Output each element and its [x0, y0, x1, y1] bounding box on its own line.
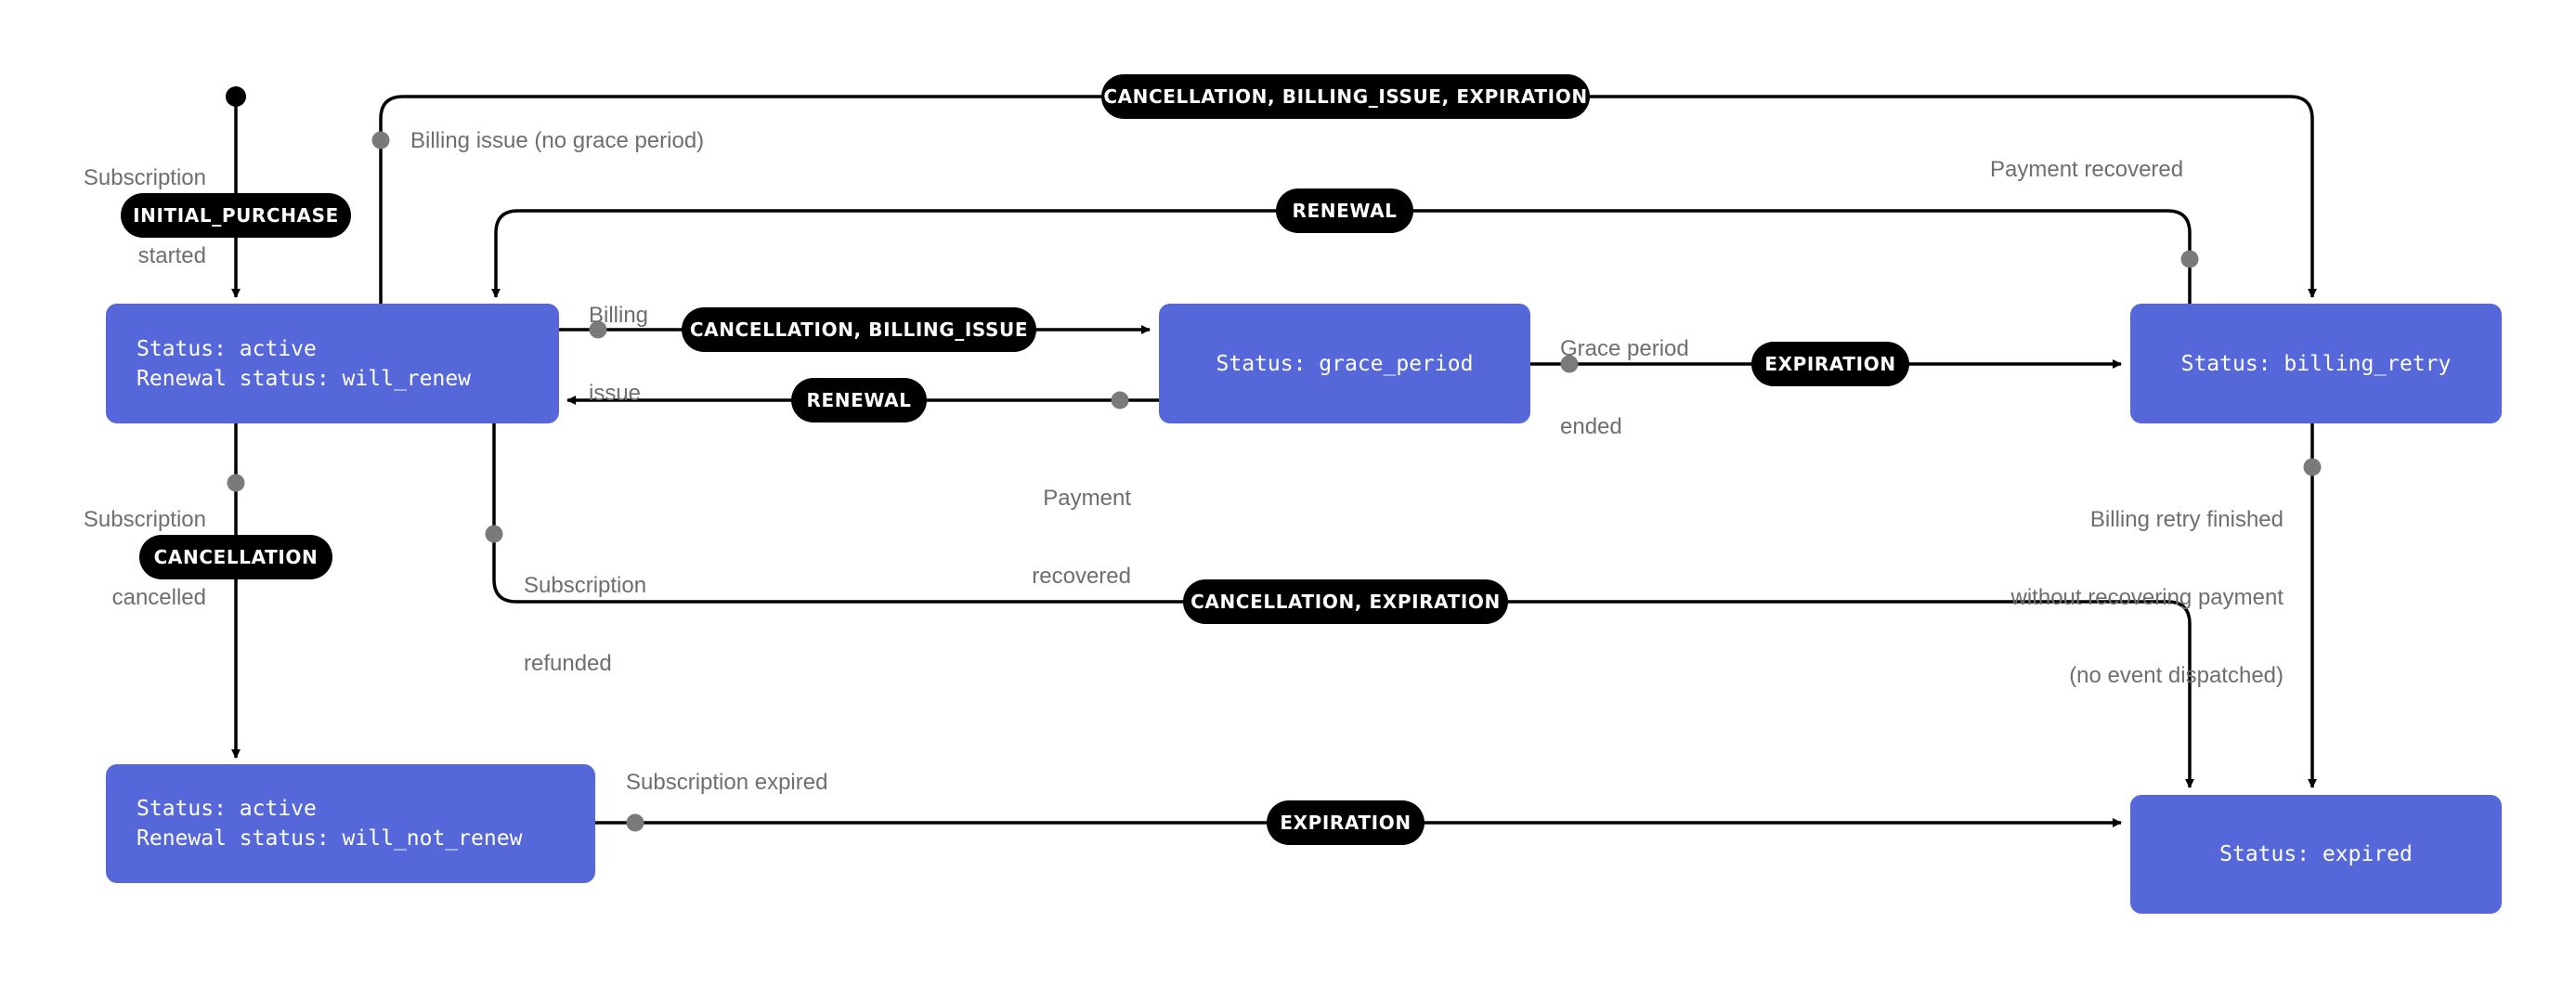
event-renewal-from-retry: RENEWAL	[1276, 188, 1413, 233]
trigger-dot	[2180, 250, 2199, 268]
trigger-dot	[227, 474, 245, 492]
event-initial-purchase: INITIAL_PURCHASE	[121, 193, 351, 238]
state-active-will-renew: Status: active Renewal status: will_rene…	[106, 304, 559, 423]
state-active-will-not-renew: Status: active Renewal status: will_not_…	[106, 764, 595, 883]
note-billing-issue: Billing issue	[589, 303, 649, 406]
note-subscription-expired: Subscription expired	[626, 770, 828, 795]
state-label: Renewal status: will_renew	[137, 366, 472, 391]
note-grace-period-ended: Grace period ended	[1560, 336, 1689, 439]
note-billing-retry-finished: Billing retry finished without recoverin…	[2010, 507, 2283, 688]
note-subscription-refunded: Subscription refunded	[524, 573, 647, 676]
note-subscription-started: Subscription started	[83, 165, 206, 268]
trigger-dot	[1560, 355, 1579, 373]
trigger-dot	[589, 320, 607, 339]
event-cancellation-expiration: CANCELLATION, EXPIRATION	[1183, 579, 1508, 624]
state-label: Status: active	[137, 336, 317, 361]
event-expiration-grace: EXPIRATION	[1751, 342, 1909, 386]
note-payment-recovered-top: Payment recovered	[1990, 157, 2184, 182]
state-grace-period: Status: grace_period	[1159, 304, 1530, 423]
trigger-dot	[371, 131, 390, 150]
event-cancellation: CANCELLATION	[139, 535, 332, 579]
event-cancellation-billing-issue-expiration: CANCELLATION, BILLING_ISSUE, EXPIRATION	[1101, 74, 1590, 119]
event-renewal-from-grace: RENEWAL	[791, 378, 927, 422]
trigger-dot	[626, 813, 644, 832]
state-label: Status: active	[137, 797, 317, 821]
trigger-dot	[1111, 391, 1129, 410]
state-label: Status: expired	[2219, 842, 2413, 866]
trigger-dot	[2303, 458, 2322, 476]
event-cancellation-billing-issue: CANCELLATION, BILLING_ISSUE	[682, 307, 1036, 352]
start-dot	[226, 86, 246, 107]
event-expiration-not-renew: EXPIRATION	[1267, 800, 1425, 845]
state-label: Renewal status: will_not_renew	[137, 826, 523, 851]
note-billing-issue-no-grace: Billing issue (no grace period)	[410, 128, 705, 153]
state-expired: Status: expired	[2130, 795, 2502, 914]
state-label: Status: billing_retry	[2180, 351, 2452, 376]
state-label: Status: grace_period	[1216, 351, 1474, 376]
state-billing-retry: Status: billing_retry	[2130, 304, 2502, 423]
note-subscription-cancelled: Subscription cancelled	[83, 507, 206, 610]
trigger-dot	[485, 525, 503, 543]
note-payment-recovered: Payment recovered	[1032, 486, 1131, 589]
